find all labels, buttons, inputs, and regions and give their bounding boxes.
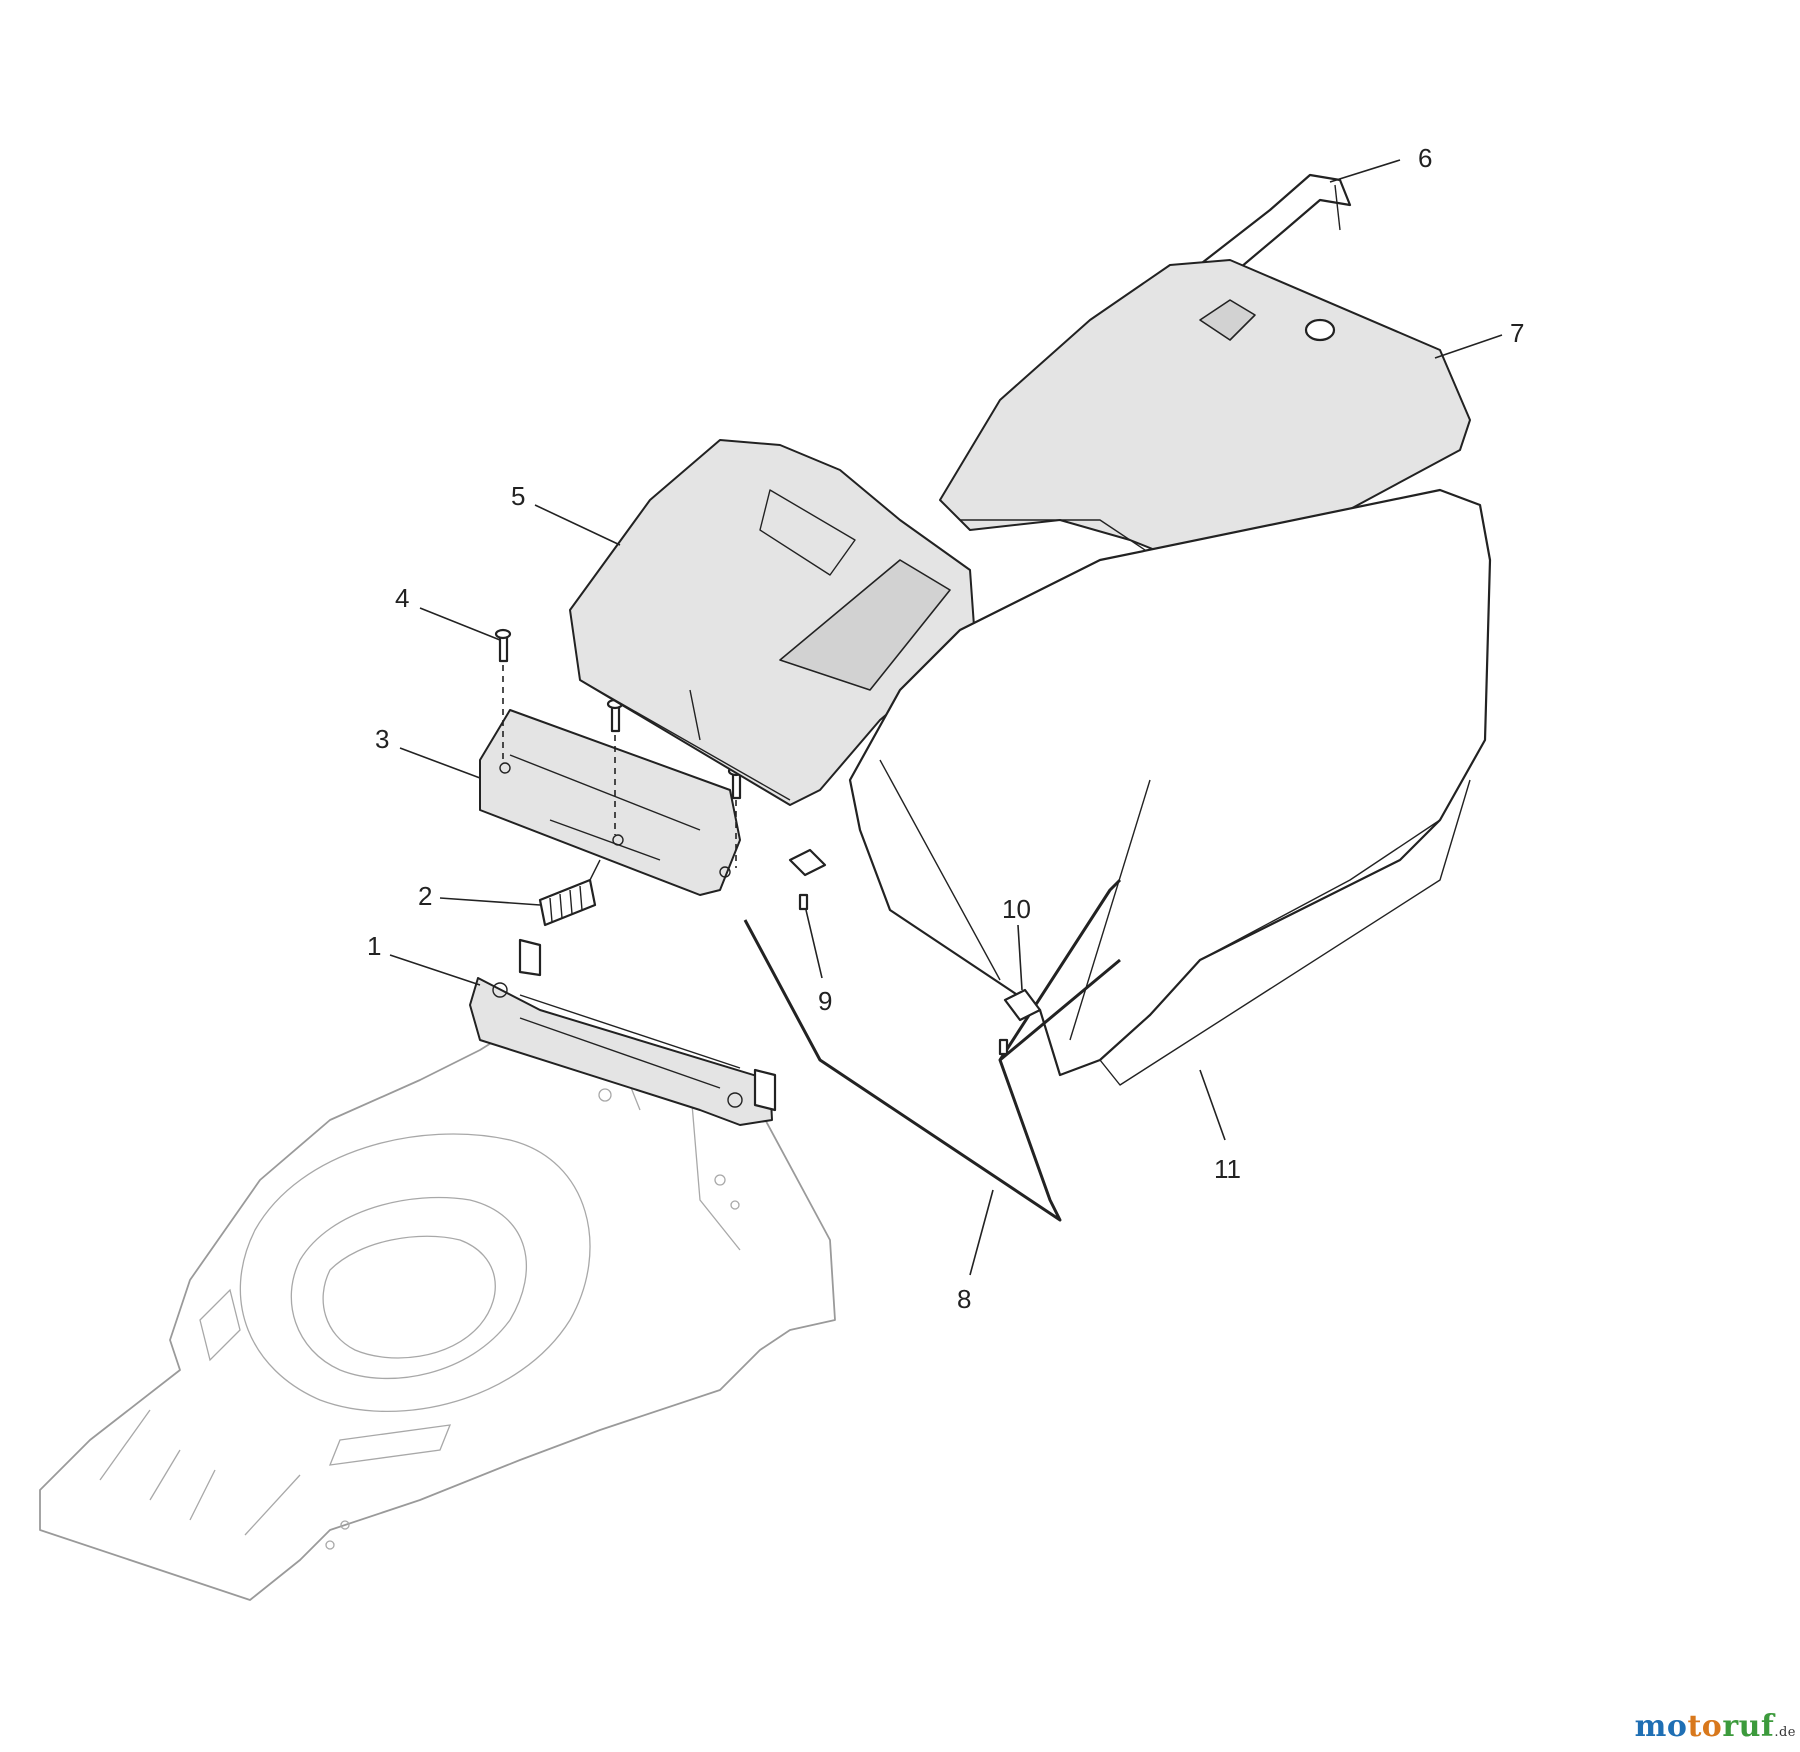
callout-1: 1 bbox=[367, 931, 481, 986]
callout-4: 4 bbox=[395, 583, 501, 641]
part-11-grass-bag bbox=[848, 488, 1492, 1086]
callout-2: 2 bbox=[418, 881, 541, 911]
part-9-clip bbox=[788, 848, 827, 911]
callout-1-label: 1 bbox=[367, 931, 381, 961]
part-3-flap bbox=[479, 709, 741, 896]
callout-5-label: 5 bbox=[511, 481, 525, 511]
watermark-logo: motoruf.de bbox=[1634, 1709, 1796, 1744]
callout-6: 6 bbox=[1329, 143, 1432, 183]
part-4-screws bbox=[494, 628, 745, 868]
callout-11-label: 11 bbox=[1214, 1154, 1241, 1184]
callout-11: 11 bbox=[1199, 1069, 1241, 1184]
callout-5: 5 bbox=[511, 481, 621, 546]
callout-2-label: 2 bbox=[418, 881, 432, 911]
callout-4-label: 4 bbox=[395, 583, 409, 613]
part-10-clip bbox=[998, 988, 1042, 1056]
callout-10: 10 bbox=[1002, 894, 1031, 991]
callout-3-label: 3 bbox=[375, 724, 389, 754]
part-5-rear-cover bbox=[569, 439, 976, 806]
callout-7-label: 7 bbox=[1510, 318, 1524, 348]
callout-8-label: 8 bbox=[957, 1284, 971, 1314]
callout-7: 7 bbox=[1434, 318, 1524, 359]
part-2-spring bbox=[538, 859, 601, 927]
part-1-mounting-plate bbox=[469, 938, 777, 1126]
callout-8: 8 bbox=[957, 1189, 994, 1314]
callout-3: 3 bbox=[375, 724, 481, 779]
part-8-frame-wire bbox=[743, 878, 1122, 1222]
callout-10-label: 10 bbox=[1002, 894, 1031, 924]
callout-6-label: 6 bbox=[1418, 143, 1432, 173]
callout-9: 9 bbox=[805, 909, 832, 1016]
callout-9-label: 9 bbox=[818, 986, 832, 1016]
